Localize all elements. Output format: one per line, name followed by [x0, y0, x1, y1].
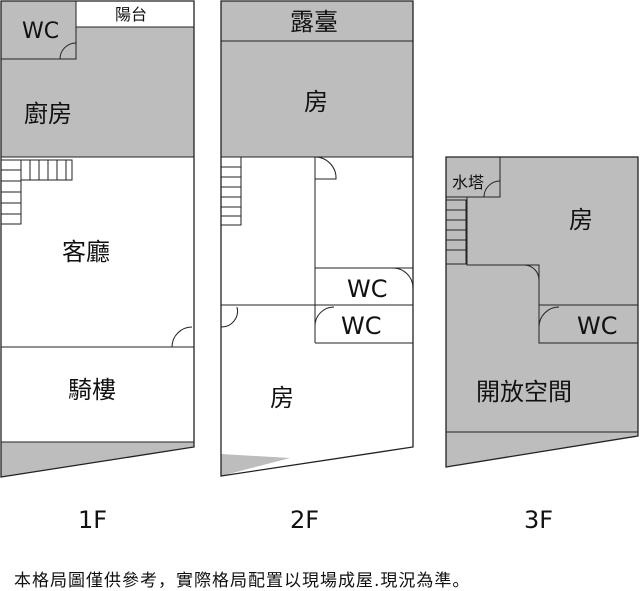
f2-hall-wall — [221, 157, 316, 343]
f1-outer-wall — [0, 0, 195, 478]
f3-floor-label: 3F — [524, 506, 553, 534]
f2-wc-lower-label: WC — [341, 312, 382, 340]
f2-floor-label: 2F — [290, 506, 319, 534]
floor-3f: 水塔 房 WC 開放空間 3F — [445, 156, 639, 534]
f1-floor-label: 1F — [78, 506, 107, 534]
f2-ground-strip — [221, 454, 290, 476]
f3-gray-area — [446, 157, 638, 467]
f1-balcony-label: 陽台 — [115, 5, 147, 24]
f1-upper-right-area — [76, 27, 194, 59]
f2-outer-wall — [220, 0, 414, 477]
f3-landing-door-swing — [523, 264, 540, 281]
f3-outer-wall — [445, 156, 639, 468]
f3-open-space-label: 開放空間 — [476, 378, 572, 406]
f3-stairs — [445, 199, 467, 265]
f1-kitchen-area — [1, 59, 194, 157]
f2-wc-upper-label: WC — [347, 275, 388, 303]
f2-front-room-area — [221, 41, 413, 157]
floor-2f: 露臺 房 WC WC 房 2F — [220, 0, 414, 534]
f1-ground-strip — [1, 442, 194, 477]
f3-water-tower-label: 水塔 — [452, 173, 484, 192]
f2-back-room-label: 房 — [270, 384, 294, 412]
f2-terrace-area — [221, 1, 413, 41]
f2-front-room-label: 房 — [304, 88, 328, 116]
disclaimer-text: 本格局圖僅供參考，實際格局配置以現場成屋.現況為準。 — [14, 571, 471, 591]
f3-water-tower-wall — [446, 157, 501, 198]
f3-water-tower-door-swing — [483, 180, 501, 198]
f2-terrace-label: 露臺 — [290, 8, 338, 36]
f1-living-label: 客廳 — [62, 238, 110, 266]
f2-upper-door-swing — [314, 156, 337, 180]
f2-wc-upper-door-swing — [392, 267, 414, 289]
f1-kitchen-label: 廚房 — [24, 100, 72, 128]
f1-arcade-door-swing — [171, 326, 193, 348]
f3-stair-wall — [466, 197, 638, 306]
f3-wc-door-swing — [538, 306, 560, 328]
f3-room-label: 房 — [569, 206, 593, 234]
f1-stairs — [0, 159, 73, 225]
floor-1f: WC 陽台 廚房 客廳 騎樓 1F — [0, 0, 195, 534]
f2-stairs — [220, 156, 242, 226]
f2-wc-lower-door-swing — [314, 306, 335, 327]
f1-arcade-label: 騎樓 — [68, 376, 116, 404]
f1-wc-door-swing — [59, 42, 77, 60]
f3-wc-wall — [538, 305, 638, 344]
f1-wc-wall — [1, 1, 77, 60]
f3-wc-label: WC — [577, 312, 618, 340]
f2-room-door-swing — [220, 306, 238, 328]
f1-wc-label: WC — [22, 19, 59, 44]
